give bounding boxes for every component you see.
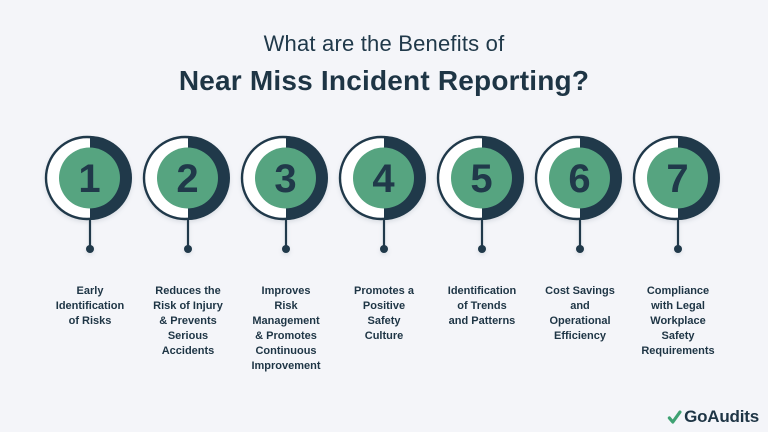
logo-text: GoAudits xyxy=(684,407,759,426)
benefit-label: Identification of Trends and Patterns xyxy=(447,285,517,327)
benefit-label: Cost Savings and Operational Efficiency xyxy=(545,285,615,342)
badge-green-circle xyxy=(549,147,610,209)
badge-green-circle xyxy=(451,147,512,209)
stem-dot xyxy=(478,245,486,253)
stem-dot xyxy=(184,245,192,253)
stem-dot xyxy=(576,245,584,253)
badge-green-circle xyxy=(255,147,316,209)
badge-green-circle xyxy=(59,147,120,209)
title-line-2: Near Miss Incident Reporting? xyxy=(178,65,590,96)
benefit-item-5: 5 Identification of Trends and Patterns xyxy=(433,135,531,374)
benefit-label: Compliance with Legal Workplace Safety R… xyxy=(641,285,715,357)
stem-dot xyxy=(674,245,682,253)
step-number: 3 xyxy=(274,157,296,201)
step-number: 5 xyxy=(470,157,492,201)
benefit-label: Improves Risk Management & Promotes Cont… xyxy=(251,285,321,372)
checkmark-icon xyxy=(667,409,682,424)
step-number: 7 xyxy=(666,157,688,201)
step-badge-icon: 1 xyxy=(44,135,132,253)
step-number: 6 xyxy=(568,157,590,201)
benefit-label: Early Identification of Risks xyxy=(55,285,125,327)
benefit-item-7: 7 Compliance with Legal Workplace Safety… xyxy=(629,135,727,374)
step-number: 2 xyxy=(176,157,198,201)
benefits-row: 1 Early Identification of Risks 2 Reduce… xyxy=(0,135,768,374)
badge-green-circle xyxy=(647,147,708,209)
stem-dot xyxy=(282,245,290,253)
step-badge-icon: 7 xyxy=(632,135,720,253)
benefit-item-4: 4 Promotes a Positive Safety Culture xyxy=(335,135,433,374)
step-badge-icon: 2 xyxy=(142,135,230,253)
benefit-item-2: 2 Reduces the Risk of Injury & Prevents … xyxy=(139,135,237,374)
stem-dot xyxy=(380,245,388,253)
badge-green-circle xyxy=(353,147,414,209)
benefit-label: Reduces the Risk of Injury & Prevents Se… xyxy=(153,285,223,357)
benefit-item-6: 6 Cost Savings and Operational Efficienc… xyxy=(531,135,629,374)
step-badge-icon: 5 xyxy=(436,135,524,253)
badge-green-circle xyxy=(157,147,218,209)
step-number: 1 xyxy=(78,157,100,201)
benefit-item-1: 1 Early Identification of Risks xyxy=(41,135,139,374)
stem-dot xyxy=(86,245,94,253)
step-badge-icon: 3 xyxy=(240,135,328,253)
title-line-1: What are the Benefits of xyxy=(263,31,505,56)
goaudits-logo: GoAudits xyxy=(667,407,759,427)
step-badge-icon: 6 xyxy=(534,135,622,253)
page-title: What are the Benefits of Near Miss Incid… xyxy=(0,0,768,98)
step-number: 4 xyxy=(372,157,395,201)
benefit-label: Promotes a Positive Safety Culture xyxy=(354,285,414,342)
benefit-item-3: 3 Improves Risk Management & Promotes Co… xyxy=(237,135,335,374)
step-badge-icon: 4 xyxy=(338,135,426,253)
